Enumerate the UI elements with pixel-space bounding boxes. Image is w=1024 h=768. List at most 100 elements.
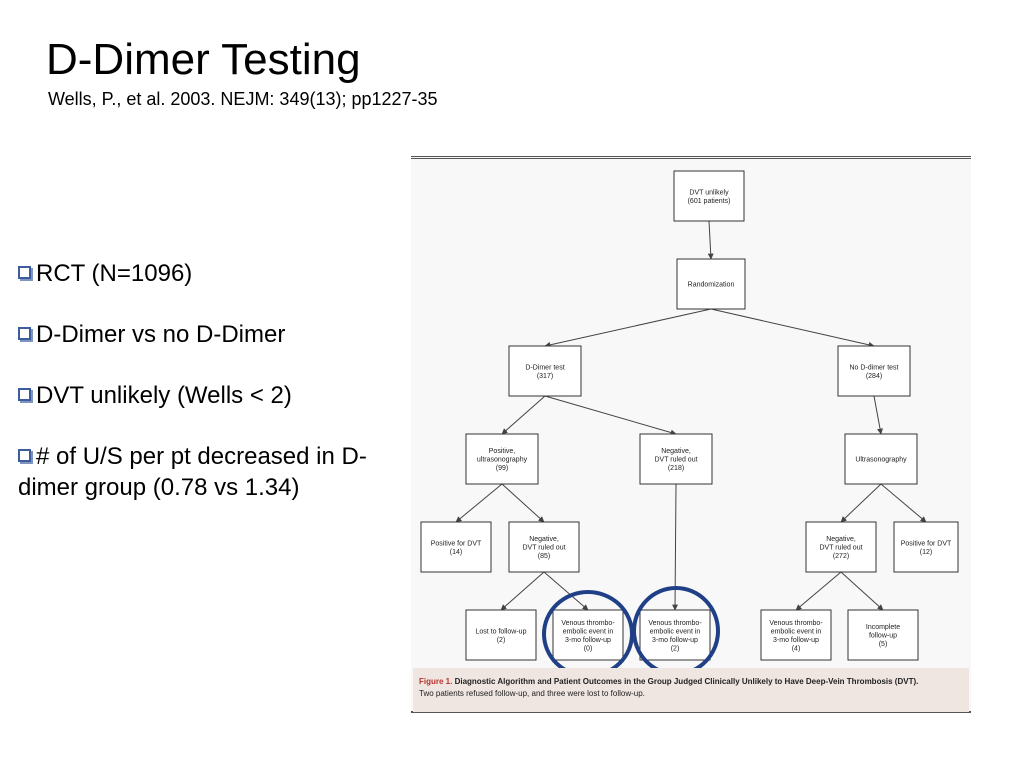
- bullet-item: RCT (N=1096): [18, 258, 410, 289]
- node-box: [639, 433, 713, 485]
- flow-arrow-negative_dvt_ruled_out_272-to-vte_event_4: [795, 571, 842, 611]
- node-label: Negative,: [826, 536, 856, 543]
- bullet-list: RCT (N=1096) D-Dimer vs no D-Dimer DVT u…: [18, 258, 410, 533]
- flow-arrow-ultrasonography-to-positive_for_dvt_12: [880, 483, 927, 523]
- highlight-circle-vte-event-2: [632, 586, 720, 668]
- node-label: (12): [920, 549, 932, 556]
- figure-caption-note: Two patients refused follow-up, and thre…: [419, 689, 645, 698]
- node-label: Positive for DVT: [901, 540, 952, 547]
- node-vte-event-4: Venous thrombo-embolic event in3-mo foll…: [760, 609, 832, 661]
- node-label: DVT ruled out: [819, 545, 862, 552]
- node-box: [844, 433, 918, 485]
- node-dvt-unlikely: DVT unlikely(601 patients): [673, 170, 745, 222]
- node-box: [508, 345, 582, 397]
- flowchart-diagram: DVT unlikely(601 patients) RandomizationD…: [420, 170, 959, 668]
- flow-arrow-randomization-to-ddimer_test: [544, 308, 712, 348]
- node-negative-dvt-ruled-out-218: Negative, DVT ruled out(218): [639, 433, 713, 485]
- node-box: [676, 258, 746, 310]
- node-box: [639, 609, 711, 661]
- node-label: (0): [584, 645, 593, 652]
- node-positive-for-dvt-14: Positive for DVT (14): [420, 521, 492, 573]
- node-label: Venous thrombo-: [648, 620, 702, 627]
- node-label: embolic event in: [563, 628, 614, 635]
- node-label: 3-mo follow-up: [652, 637, 698, 644]
- node-label: Negative,: [529, 536, 559, 543]
- node-label: No D-dimer test: [849, 364, 898, 371]
- bullet-text: # of U/S per pt decreased in D-dimer gro…: [18, 443, 367, 501]
- node-label: D-Dimer test: [525, 364, 564, 371]
- node-label: Negative,: [661, 448, 691, 455]
- node-label: (317): [537, 373, 553, 380]
- node-negative-dvt-ruled-out-85: Negative, DVT ruled out(85): [508, 521, 580, 573]
- node-label: Positive for DVT: [431, 540, 482, 547]
- flow-arrow-negative_dvt_ruled_out_272-to-incomplete_follow_up_5: [840, 571, 884, 611]
- node-box: [805, 521, 877, 573]
- node-ddimer-test: D-Dimer test (317): [508, 345, 582, 397]
- node-label: (99): [496, 465, 508, 472]
- node-label: (218): [668, 465, 684, 472]
- node-box: [837, 345, 911, 397]
- node-box: [673, 170, 745, 222]
- figure-label: Figure 1.: [419, 677, 453, 686]
- flow-arrow-negative_dvt_ruled_out_85-to-vte_event_0: [543, 571, 589, 611]
- node-positive-for-dvt-12: Positive for DVT (12): [893, 521, 959, 573]
- checkbox-bullet-icon: [18, 388, 31, 401]
- node-label: (14): [450, 549, 462, 556]
- node-label: ultrasonography: [477, 457, 528, 464]
- checkbox-bullet-icon: [18, 266, 31, 279]
- flow-arrow-positive_us-to-negative_dvt_ruled_out_85: [501, 483, 545, 523]
- node-box: [760, 609, 832, 661]
- node-label: Lost to follow-up: [476, 628, 527, 635]
- highlight-marks: [542, 586, 720, 668]
- node-label: DVT ruled out: [654, 457, 697, 464]
- flow-arrow-negative_dvt_ruled_out_85-to-lost_to_follow_up_2: [500, 571, 545, 611]
- flow-arrow-ddimer_test-to-negative_dvt_ruled_out_218: [544, 395, 677, 436]
- flow-arrow-positive_us-to-positive_for_dvt_14: [455, 483, 503, 523]
- flow-arrow-ultrasonography-to-negative_dvt_ruled_out_272: [840, 483, 882, 523]
- bullet-text: DVT unlikely (Wells < 2): [36, 382, 292, 409]
- node-label: Venous thrombo-: [561, 620, 615, 627]
- node-label: Ultrasonography: [855, 457, 907, 464]
- node-label: Positive,: [489, 448, 516, 455]
- flow-arrow-dvt_unlikely-to-randomization: [707, 220, 714, 260]
- node-no-ddimer-test: No D-dimer test (284): [837, 345, 911, 397]
- flow-arrow-negative_dvt_ruled_out_218-to-vte_event_2: [672, 483, 679, 611]
- node-box: [420, 521, 492, 573]
- highlight-circle-vte-event-0: [542, 590, 634, 668]
- node-box: [847, 609, 919, 661]
- node-box: [465, 433, 539, 485]
- checkbox-bullet-icon: [18, 327, 31, 340]
- node-label: DVT ruled out: [522, 545, 565, 552]
- flow-arrow-no_ddimer_test-to-ultrasonography: [873, 395, 883, 435]
- node-label: (284): [866, 373, 882, 380]
- node-box: [552, 609, 624, 661]
- node-label: (85): [538, 553, 550, 560]
- node-label: follow-up: [869, 633, 897, 640]
- flow-arrow-ddimer_test-to-positive_us: [501, 395, 546, 435]
- slide-subtitle: Wells, P., et al. 2003. NEJM: 349(13); p…: [48, 89, 438, 109]
- node-label: (272): [833, 553, 849, 560]
- node-box: [465, 609, 537, 661]
- node-label: (2): [497, 637, 506, 644]
- node-lost-to-follow-up-2: Lost to follow-up (2): [465, 609, 537, 661]
- node-box: [893, 521, 959, 573]
- node-label: 3-mo follow-up: [773, 637, 819, 644]
- checkbox-bullet-icon: [18, 449, 31, 462]
- bullet-item: DVT unlikely (Wells < 2): [18, 380, 410, 411]
- node-label: (4): [792, 645, 801, 652]
- node-negative-dvt-ruled-out-272: Negative, DVT ruled out(272): [805, 521, 877, 573]
- bullet-item: # of U/S per pt decreased in D-dimer gro…: [18, 441, 410, 503]
- node-label: embolic event in: [650, 628, 701, 635]
- node-label: embolic event in: [771, 628, 822, 635]
- figure-caption: Figure 1. Diagnostic Algorithm and Patie…: [413, 668, 969, 712]
- node-vte-event-2: Venous thrombo-embolic event in 3-mo foll…: [639, 609, 711, 661]
- node-label: Incomplete: [866, 624, 900, 631]
- node-randomization: Randomization: [676, 258, 746, 310]
- slide-title: D-Dimer Testing: [46, 35, 361, 84]
- node-ultrasonography: Ultrasonography: [844, 433, 918, 485]
- figure-caption-title: Diagnostic Algorithm and Patient Outcome…: [454, 677, 919, 686]
- bullet-text: RCT (N=1096): [36, 260, 193, 287]
- flowchart-nodes: DVT unlikely(601 patients) RandomizationD…: [420, 170, 959, 661]
- node-positive-us: Positive, ultrasonography(99): [465, 433, 539, 485]
